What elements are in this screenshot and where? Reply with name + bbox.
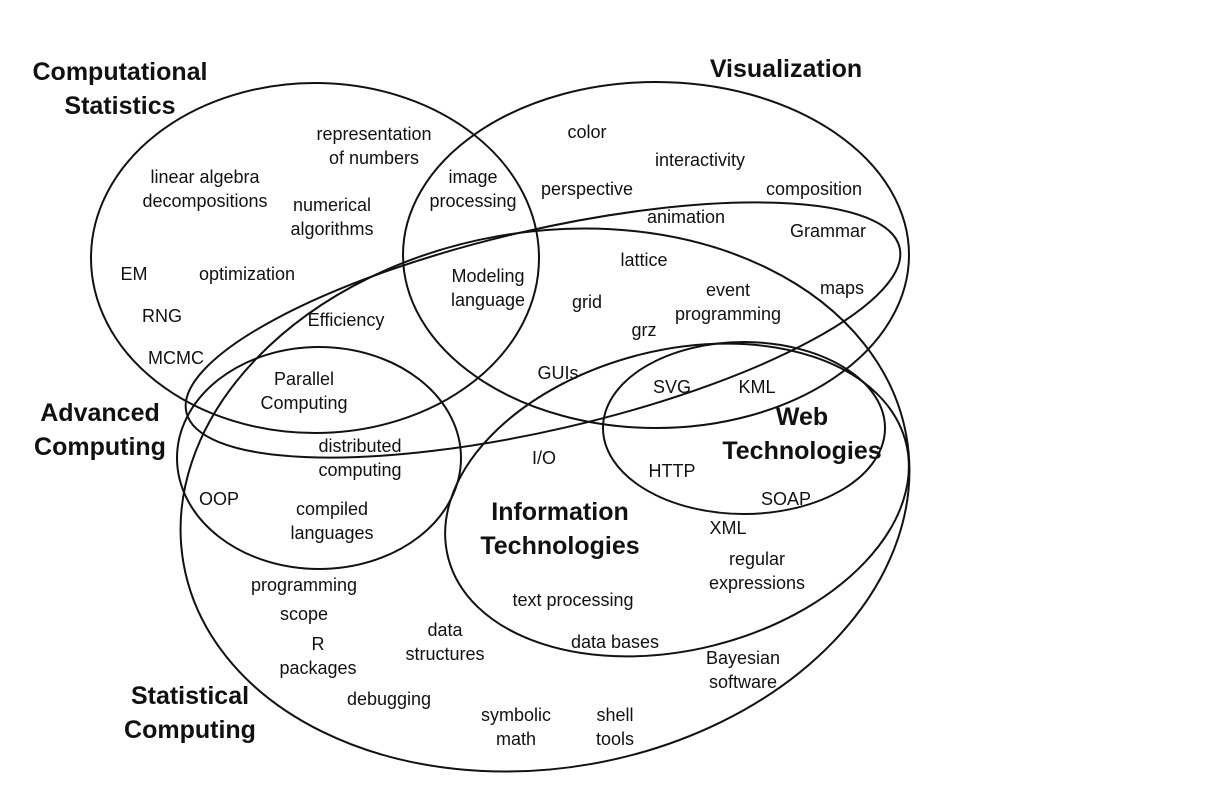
advanced-computing-ellipse [176, 346, 462, 570]
term-animation: animation [646, 207, 726, 227]
term-distributed-computing: distributed computing [318, 436, 402, 480]
term-guis: GUIs [537, 363, 579, 383]
term-soap: SOAP [760, 489, 812, 509]
term-kml: KML [738, 377, 776, 397]
term-numerical-algorithms: numerical algorithms [290, 195, 374, 239]
term-parallel-computing: Parallel Computing [260, 369, 348, 413]
term-em: EM [120, 264, 148, 284]
term-image-processing: image processing [429, 167, 517, 211]
web-technologies-ellipse [602, 341, 886, 515]
term-programming: programming [250, 575, 358, 595]
term-representation-of-numbers: representation of numbers [316, 124, 432, 168]
term-scope: scope [279, 604, 329, 624]
term-grammar: Grammar [790, 221, 866, 241]
term-http: HTTP [648, 461, 696, 481]
advanced-computing-title: Advanced Computing [34, 399, 166, 461]
term-symbolic-math: symbolic math [480, 705, 552, 749]
term-composition: composition [765, 179, 863, 199]
term-event-programming: event programming [674, 280, 782, 324]
term-regular-expressions: regular expressions [708, 549, 806, 593]
term-interactivity: interactivity [654, 150, 746, 170]
term-shell-tools: shell tools [595, 705, 635, 749]
statistical-computing-title: Statistical Computing [124, 682, 256, 744]
term-efficiency: Efficiency [307, 310, 385, 330]
term-color: color [567, 122, 607, 142]
term-data-structures: data structures [405, 620, 485, 664]
visualization-ellipse [402, 81, 910, 429]
web-technologies-title: Web Technologies [722, 403, 882, 465]
term-svg: SVG [652, 377, 692, 397]
term-compiled-languages: compiled languages [290, 499, 374, 543]
term-debugging: debugging [346, 689, 432, 709]
term-bayesian-software: Bayesian software [705, 648, 781, 692]
term-maps: maps [819, 278, 865, 298]
information-technologies-ellipse [444, 342, 910, 658]
term-perspective: perspective [540, 179, 634, 199]
term-optimization: optimization [198, 264, 296, 284]
term-linear-algebra-decompositions: linear algebra decompositions [142, 167, 268, 211]
term-grz: grz [631, 320, 657, 340]
term-i-o: I/O [531, 448, 557, 468]
term-data-bases: data bases [570, 632, 660, 652]
term-text-processing: text processing [512, 590, 634, 610]
term-modeling-language: Modeling language [450, 266, 526, 310]
computational-statistics-ellipse [90, 82, 540, 434]
term-rng: RNG [142, 306, 182, 326]
visualization-title: Visualization [709, 55, 863, 83]
computational-statistics-title: Computational Statistics [32, 58, 208, 120]
term-xml: XML [709, 518, 747, 538]
information-technologies-title: Information Technologies [480, 498, 640, 560]
parallel-computing-region-ellipse [184, 201, 902, 459]
term-grid: grid [571, 292, 603, 312]
term-lattice: lattice [620, 250, 668, 270]
term-oop: OOP [198, 489, 240, 509]
statistical-computing-ellipse [179, 227, 911, 773]
term-r-packages: R packages [279, 634, 357, 678]
term-mcmc: MCMC [148, 348, 204, 368]
